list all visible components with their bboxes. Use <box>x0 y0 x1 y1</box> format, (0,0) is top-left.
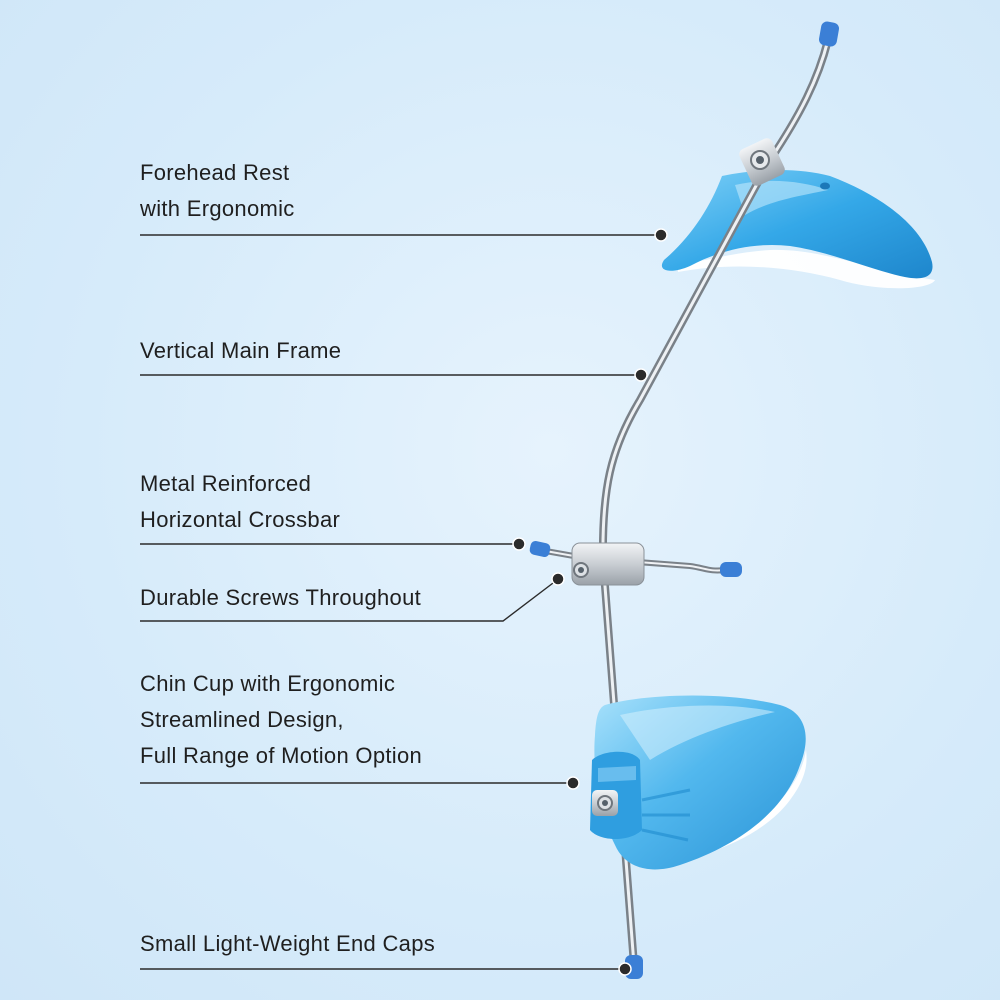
label-line: Durable Screws Throughout <box>140 585 422 610</box>
crossbar-end-cap-left <box>529 541 551 557</box>
label-crossbar: Metal Reinforced Horizontal Crossbar <box>140 466 340 538</box>
label-line: Chin Cup with Ergonomic <box>140 671 396 696</box>
label-line: Vertical Main Frame <box>140 338 342 363</box>
label-screws: Durable Screws Throughout <box>140 580 421 616</box>
label-vertical-main-frame: Vertical Main Frame <box>140 333 341 369</box>
leader-lines <box>140 234 660 970</box>
label-end-caps: Small Light-Weight End Caps <box>140 926 435 962</box>
forehead-clamp <box>739 138 785 186</box>
chin-clamp <box>590 751 642 839</box>
chin-cup <box>594 695 807 870</box>
leader-line-screws <box>140 579 558 622</box>
top-end-cap <box>819 21 839 47</box>
label-line: Streamlined Design, <box>140 707 344 732</box>
crossbar <box>537 547 728 574</box>
label-line: Horizontal Crossbar <box>140 507 341 532</box>
main-frame-rod <box>598 36 832 969</box>
label-line: Full Range of Motion Option <box>140 743 423 768</box>
crossbar-end-cap-right <box>720 562 742 577</box>
label-line: Forehead Rest <box>140 160 290 185</box>
leader-dots <box>512 228 668 976</box>
dot-frame <box>634 368 648 382</box>
forehead-rest-pad <box>661 170 935 289</box>
label-line: Small Light-Weight End Caps <box>140 931 436 956</box>
dot-forehead <box>654 228 668 242</box>
label-forehead-rest: Forehead Rest with Ergonomic <box>140 155 295 227</box>
dot-chin <box>566 776 580 790</box>
dot-crossbar <box>512 537 526 551</box>
label-chin-cup: Chin Cup with Ergonomic Streamlined Desi… <box>140 666 422 774</box>
dot-screws <box>551 572 565 586</box>
label-line: Metal Reinforced <box>140 471 312 496</box>
dot-caps <box>618 962 632 976</box>
label-line: with Ergonomic <box>140 196 295 221</box>
crossbar-clamp <box>571 542 645 586</box>
